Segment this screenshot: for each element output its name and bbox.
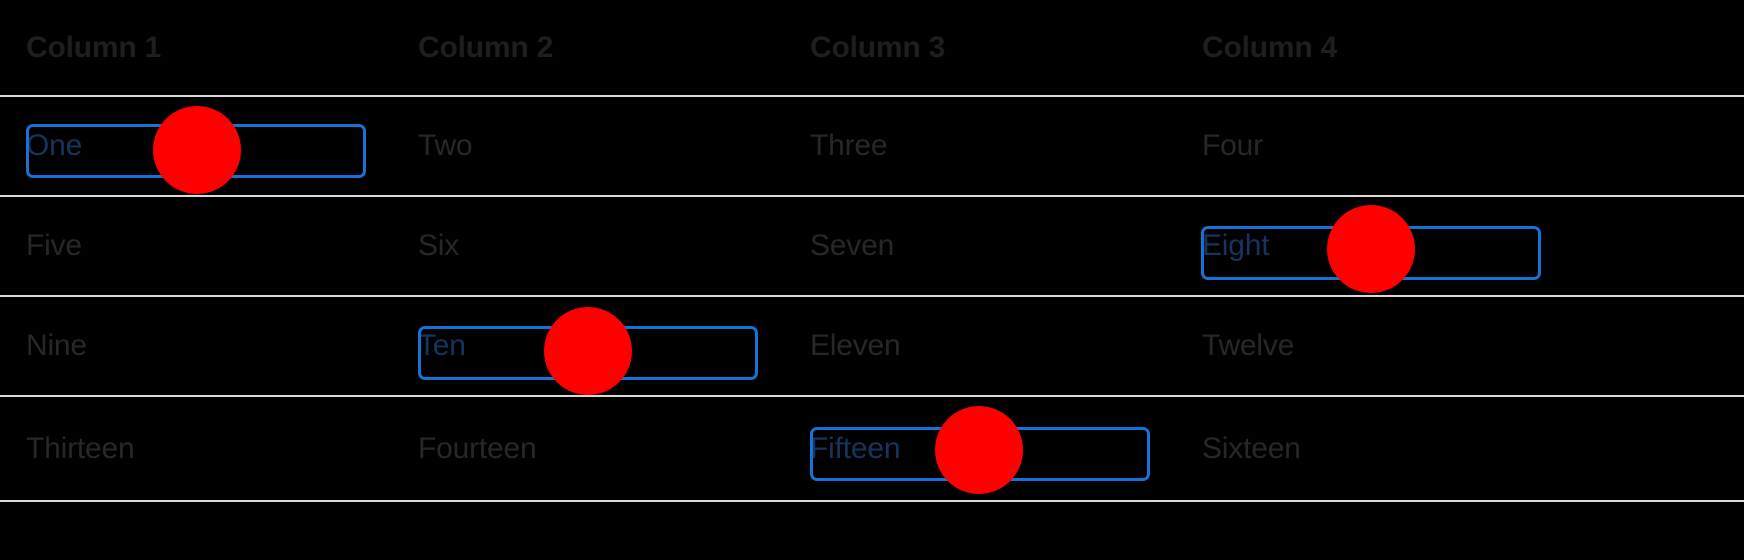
column-header-3[interactable]: Column 3 [784,0,1176,97]
data-table: Column 1 Column 2 Column 3 Column 4 One … [0,0,1744,502]
cell-r2c4[interactable]: Eight [1176,196,1744,297]
cell-r2c2[interactable]: Six [392,196,784,297]
cell-r1c3[interactable]: Three [784,96,1176,197]
cell-r1c4[interactable]: Four [1176,96,1744,197]
cell-r1c1[interactable]: One [0,96,392,197]
table-body: One Two Three Four Five Six Seven Eight … [0,96,1744,502]
cell-r2c3[interactable]: Seven [784,196,1176,297]
column-header-1[interactable]: Column 1 [0,0,392,97]
cell-r4c1[interactable]: Thirteen [0,396,392,502]
cell-r4c4[interactable]: Sixteen [1176,396,1744,502]
table-row: Nine Ten Eleven Twelve [0,296,1744,397]
table-row: Five Six Seven Eight [0,196,1744,297]
cell-r3c2[interactable]: Ten [392,296,784,397]
cell-r4c2[interactable]: Fourteen [392,396,784,502]
column-header-4[interactable]: Column 4 [1176,0,1744,97]
table-header: Column 1 Column 2 Column 3 Column 4 [0,0,1744,97]
table-header-row: Column 1 Column 2 Column 3 Column 4 [0,0,1744,97]
cell-r3c3[interactable]: Eleven [784,296,1176,397]
table-row: One Two Three Four [0,96,1744,197]
cell-r2c1[interactable]: Five [0,196,392,297]
cell-r1c2[interactable]: Two [392,96,784,197]
cell-r3c4[interactable]: Twelve [1176,296,1744,397]
cell-r3c1[interactable]: Nine [0,296,392,397]
cell-r4c3[interactable]: Fifteen [784,396,1176,502]
table-row: Thirteen Fourteen Fifteen Sixteen [0,396,1744,502]
column-header-2[interactable]: Column 2 [392,0,784,97]
